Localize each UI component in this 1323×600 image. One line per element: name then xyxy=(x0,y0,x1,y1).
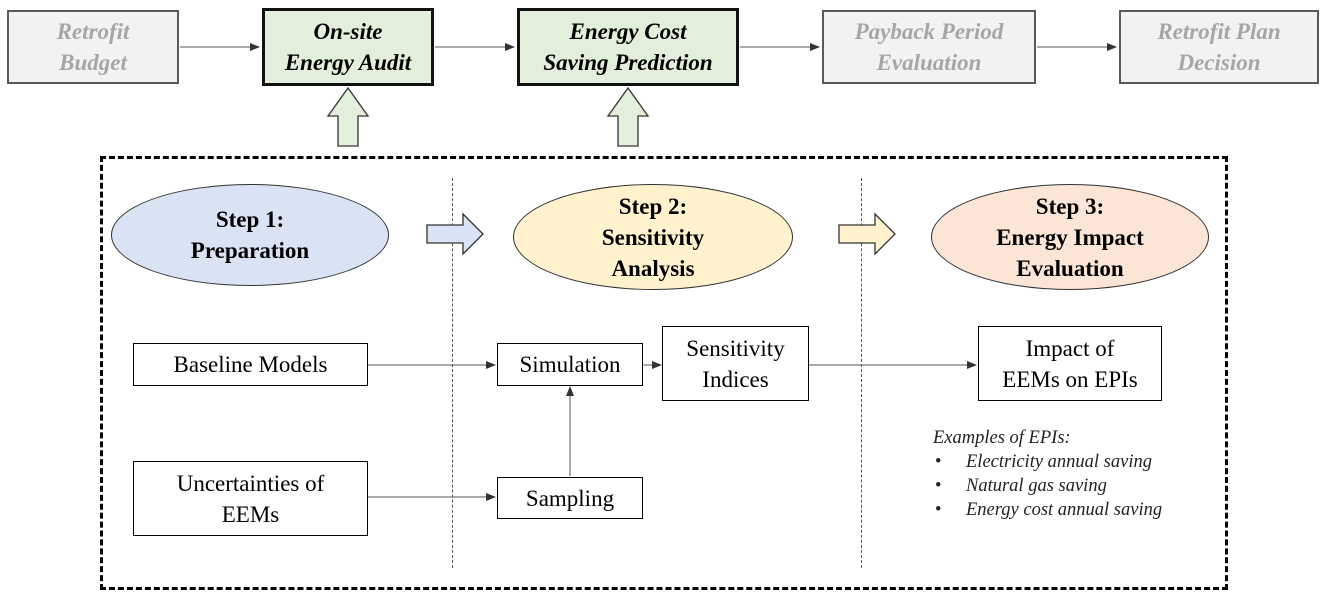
list-item: • Natural gas saving xyxy=(933,474,1162,498)
impact-label: Impact of EEMs on EPIs xyxy=(1002,335,1138,392)
sampling-label: Sampling xyxy=(525,485,615,511)
column-separator-1 xyxy=(452,178,453,568)
right-arrow-step1-to-step2-icon xyxy=(426,212,484,256)
sampling-box: Sampling xyxy=(497,477,643,519)
step3-ellipse: Step 3: Energy Impact Evaluation xyxy=(931,184,1209,290)
step1-label: Step 1: Preparation xyxy=(190,207,310,263)
step3-label: Step 3: Energy Impact Evaluation xyxy=(996,193,1144,281)
methodology-frame xyxy=(100,156,1228,590)
plan-decision-label: Retrofit Plan Decision xyxy=(1157,19,1281,75)
impact-box: Impact of EEMs on EPIs xyxy=(978,326,1162,401)
uncertainties-box: Uncertainties of EEMs xyxy=(133,461,368,536)
payback-label: Payback Period Evaluation xyxy=(854,19,1004,75)
epi-examples: Examples of EPIs: • Electricity annual s… xyxy=(933,426,1162,522)
column-separator-2 xyxy=(861,178,862,568)
bullet-icon: • xyxy=(935,452,942,472)
epi-example-text: Electricity annual saving xyxy=(966,452,1152,472)
step1-ellipse: Step 1: Preparation xyxy=(111,184,389,286)
step2-ellipse: Step 2: Sensitivity Analysis xyxy=(513,184,793,290)
retrofit-budget-label: Retrofit Budget xyxy=(56,19,130,75)
list-item: • Energy cost annual saving xyxy=(933,498,1162,522)
cost-saving-box: Energy Cost Saving Prediction xyxy=(517,8,739,86)
energy-audit-box: On-site Energy Audit xyxy=(262,8,434,86)
step2-label: Step 2: Sensitivity Analysis xyxy=(601,193,705,281)
energy-audit-label: On-site Energy Audit xyxy=(284,19,412,75)
epi-example-text: Natural gas saving xyxy=(966,476,1107,496)
simulation-label: Simulation xyxy=(519,352,621,377)
baseline-models-label: Baseline Models xyxy=(173,352,328,377)
epi-examples-title: Examples of EPIs: xyxy=(933,428,1071,448)
simulation-box: Simulation xyxy=(497,343,643,386)
up-arrow-to-audit-icon xyxy=(326,86,370,147)
epi-example-text: Energy cost annual saving xyxy=(966,500,1163,520)
sensitivity-indices-box: Sensitivity Indices xyxy=(662,326,809,401)
right-arrow-step2-to-step3-icon xyxy=(838,212,896,256)
sensitivity-indices-label: Sensitivity Indices xyxy=(686,335,785,392)
bullet-icon: • xyxy=(935,500,942,520)
baseline-models-box: Baseline Models xyxy=(133,343,368,386)
uncertainties-label: Uncertainties of EEMs xyxy=(176,470,325,527)
up-arrow-to-saving-icon xyxy=(606,86,650,147)
plan-decision-box: Retrofit Plan Decision xyxy=(1119,10,1319,84)
retrofit-budget-box: Retrofit Budget xyxy=(7,10,179,84)
epi-examples-list: • Electricity annual saving • Natural ga… xyxy=(933,450,1162,522)
list-item: • Electricity annual saving xyxy=(933,450,1162,474)
bullet-icon: • xyxy=(935,476,942,496)
payback-box: Payback Period Evaluation xyxy=(822,10,1036,84)
cost-saving-label: Energy Cost Saving Prediction xyxy=(543,19,713,75)
